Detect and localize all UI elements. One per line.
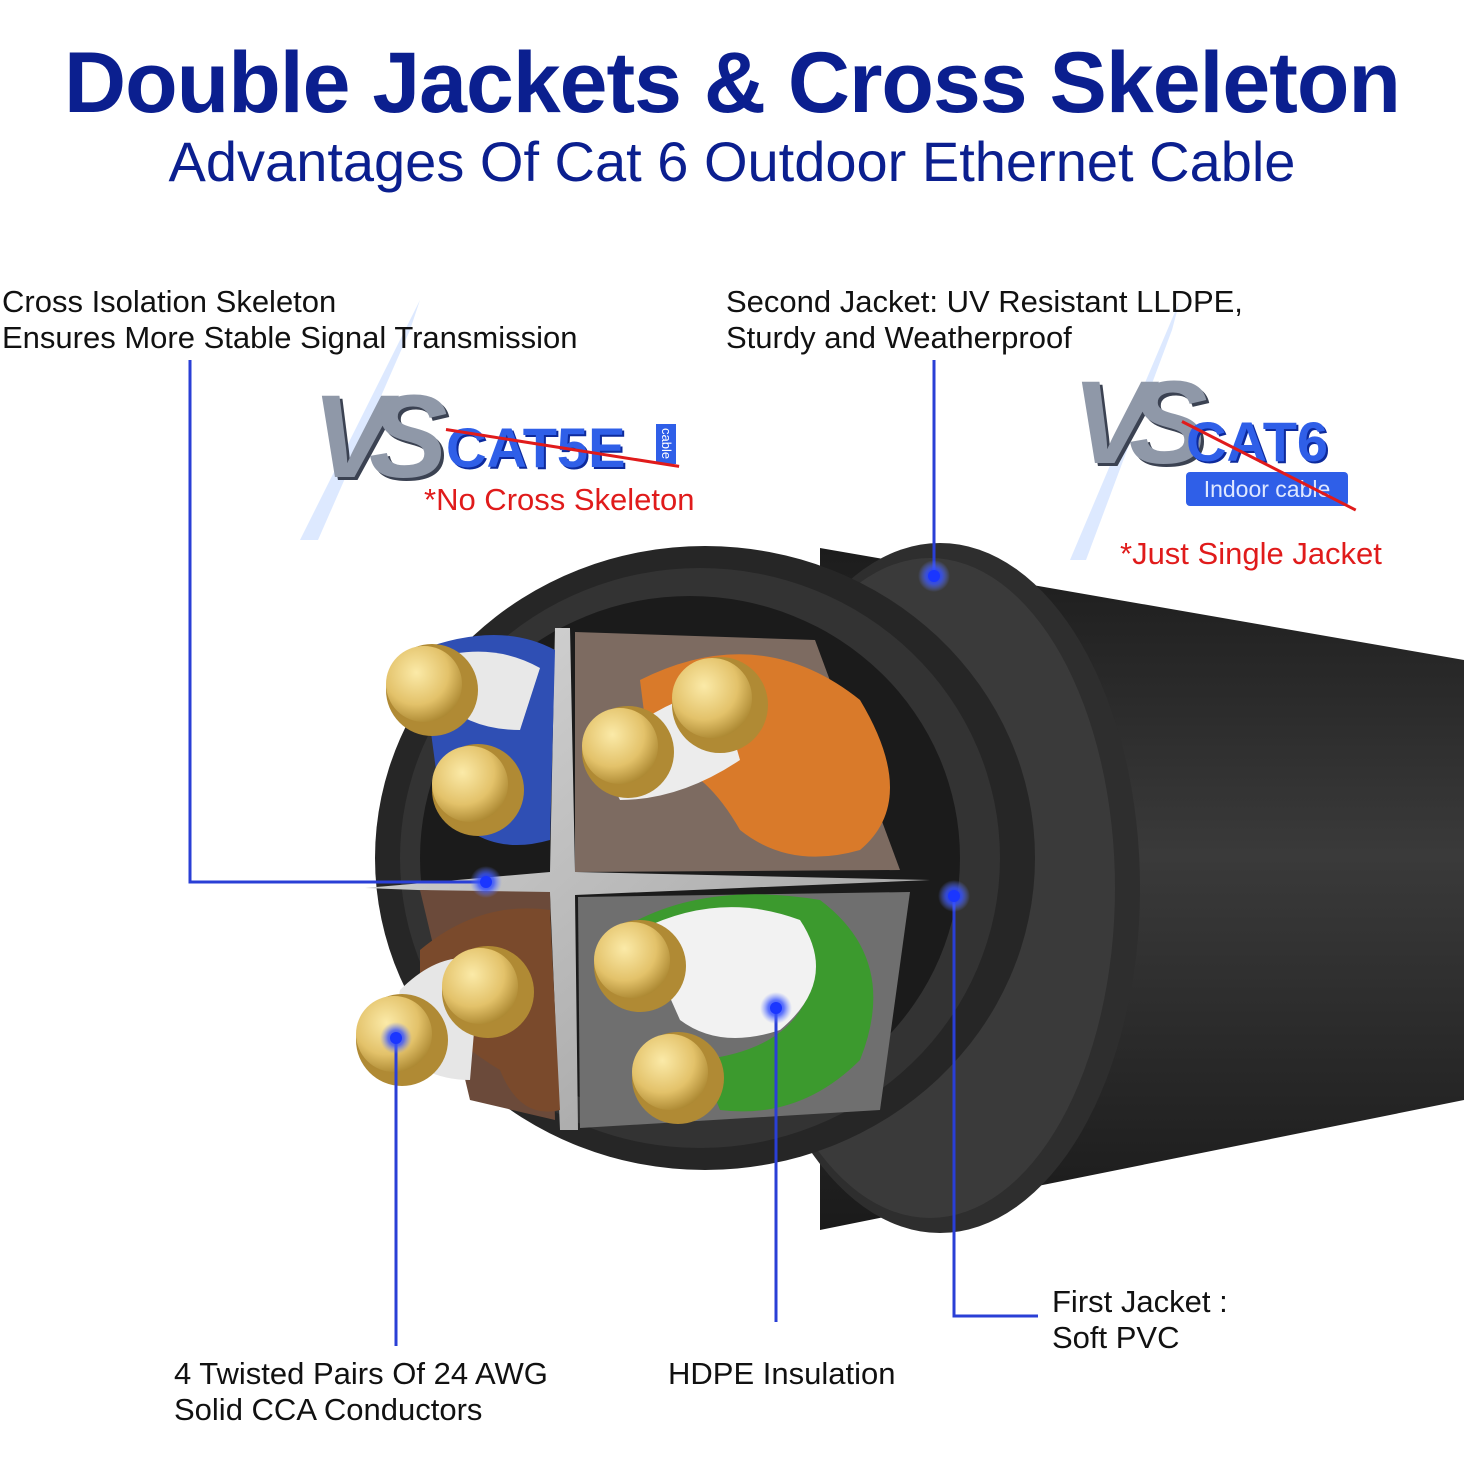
pairs-callout: 4 Twisted Pairs Of 24 AWG Solid CCA Cond… bbox=[174, 1356, 548, 1428]
cat5e-tag: cable bbox=[656, 424, 676, 464]
second-jacket-callout-line2: Sturdy and Weatherproof bbox=[726, 320, 1072, 355]
first-jacket-callout: First Jacket : Soft PVC bbox=[1052, 1284, 1228, 1356]
cross-skeleton bbox=[365, 628, 930, 1130]
page-title: Double Jackets & Cross Skeleton bbox=[64, 35, 1401, 131]
skeleton-callout-line2: Ensures More Stable Signal Transmission bbox=[2, 320, 578, 355]
skeleton-callout-line1: Cross Isolation Skeleton bbox=[2, 284, 337, 319]
cat5e-label: CAT5E bbox=[446, 416, 626, 479]
pairs-callout-line2: Solid CCA Conductors bbox=[174, 1392, 483, 1427]
second-jacket-callout: Second Jacket: UV Resistant LLDPE, Sturd… bbox=[726, 284, 1243, 356]
cat5e-note: *No Cross Skeleton bbox=[424, 482, 695, 517]
first-jacket-callout-line2: Soft PVC bbox=[1052, 1320, 1180, 1355]
vs-emblem-right: VS bbox=[1072, 357, 1208, 489]
first-jacket-callout-line1: First Jacket : bbox=[1052, 1284, 1228, 1319]
skeleton-callout: Cross Isolation Skeleton Ensures More St… bbox=[2, 284, 577, 356]
second-jacket-callout-line1: Second Jacket: UV Resistant LLDPE, bbox=[726, 284, 1243, 319]
callout-dots bbox=[380, 560, 970, 1054]
pairs-callout-line1: 4 Twisted Pairs Of 24 AWG bbox=[174, 1356, 548, 1391]
cat6-note: *Just Single Jacket bbox=[1120, 536, 1382, 571]
vs-emblem-left: VS bbox=[312, 371, 448, 503]
gold-conductors bbox=[356, 644, 768, 1124]
page-subtitle: Advantages Of Cat 6 Outdoor Ethernet Cab… bbox=[168, 130, 1296, 193]
hdpe-callout: HDPE Insulation bbox=[668, 1356, 896, 1391]
vs-light-streak bbox=[300, 300, 420, 540]
vs-light-streak-right bbox=[1070, 300, 1180, 560]
callout-lines bbox=[188, 360, 1038, 1346]
cat6-indoor-badge: Indoor cable bbox=[1186, 472, 1348, 506]
